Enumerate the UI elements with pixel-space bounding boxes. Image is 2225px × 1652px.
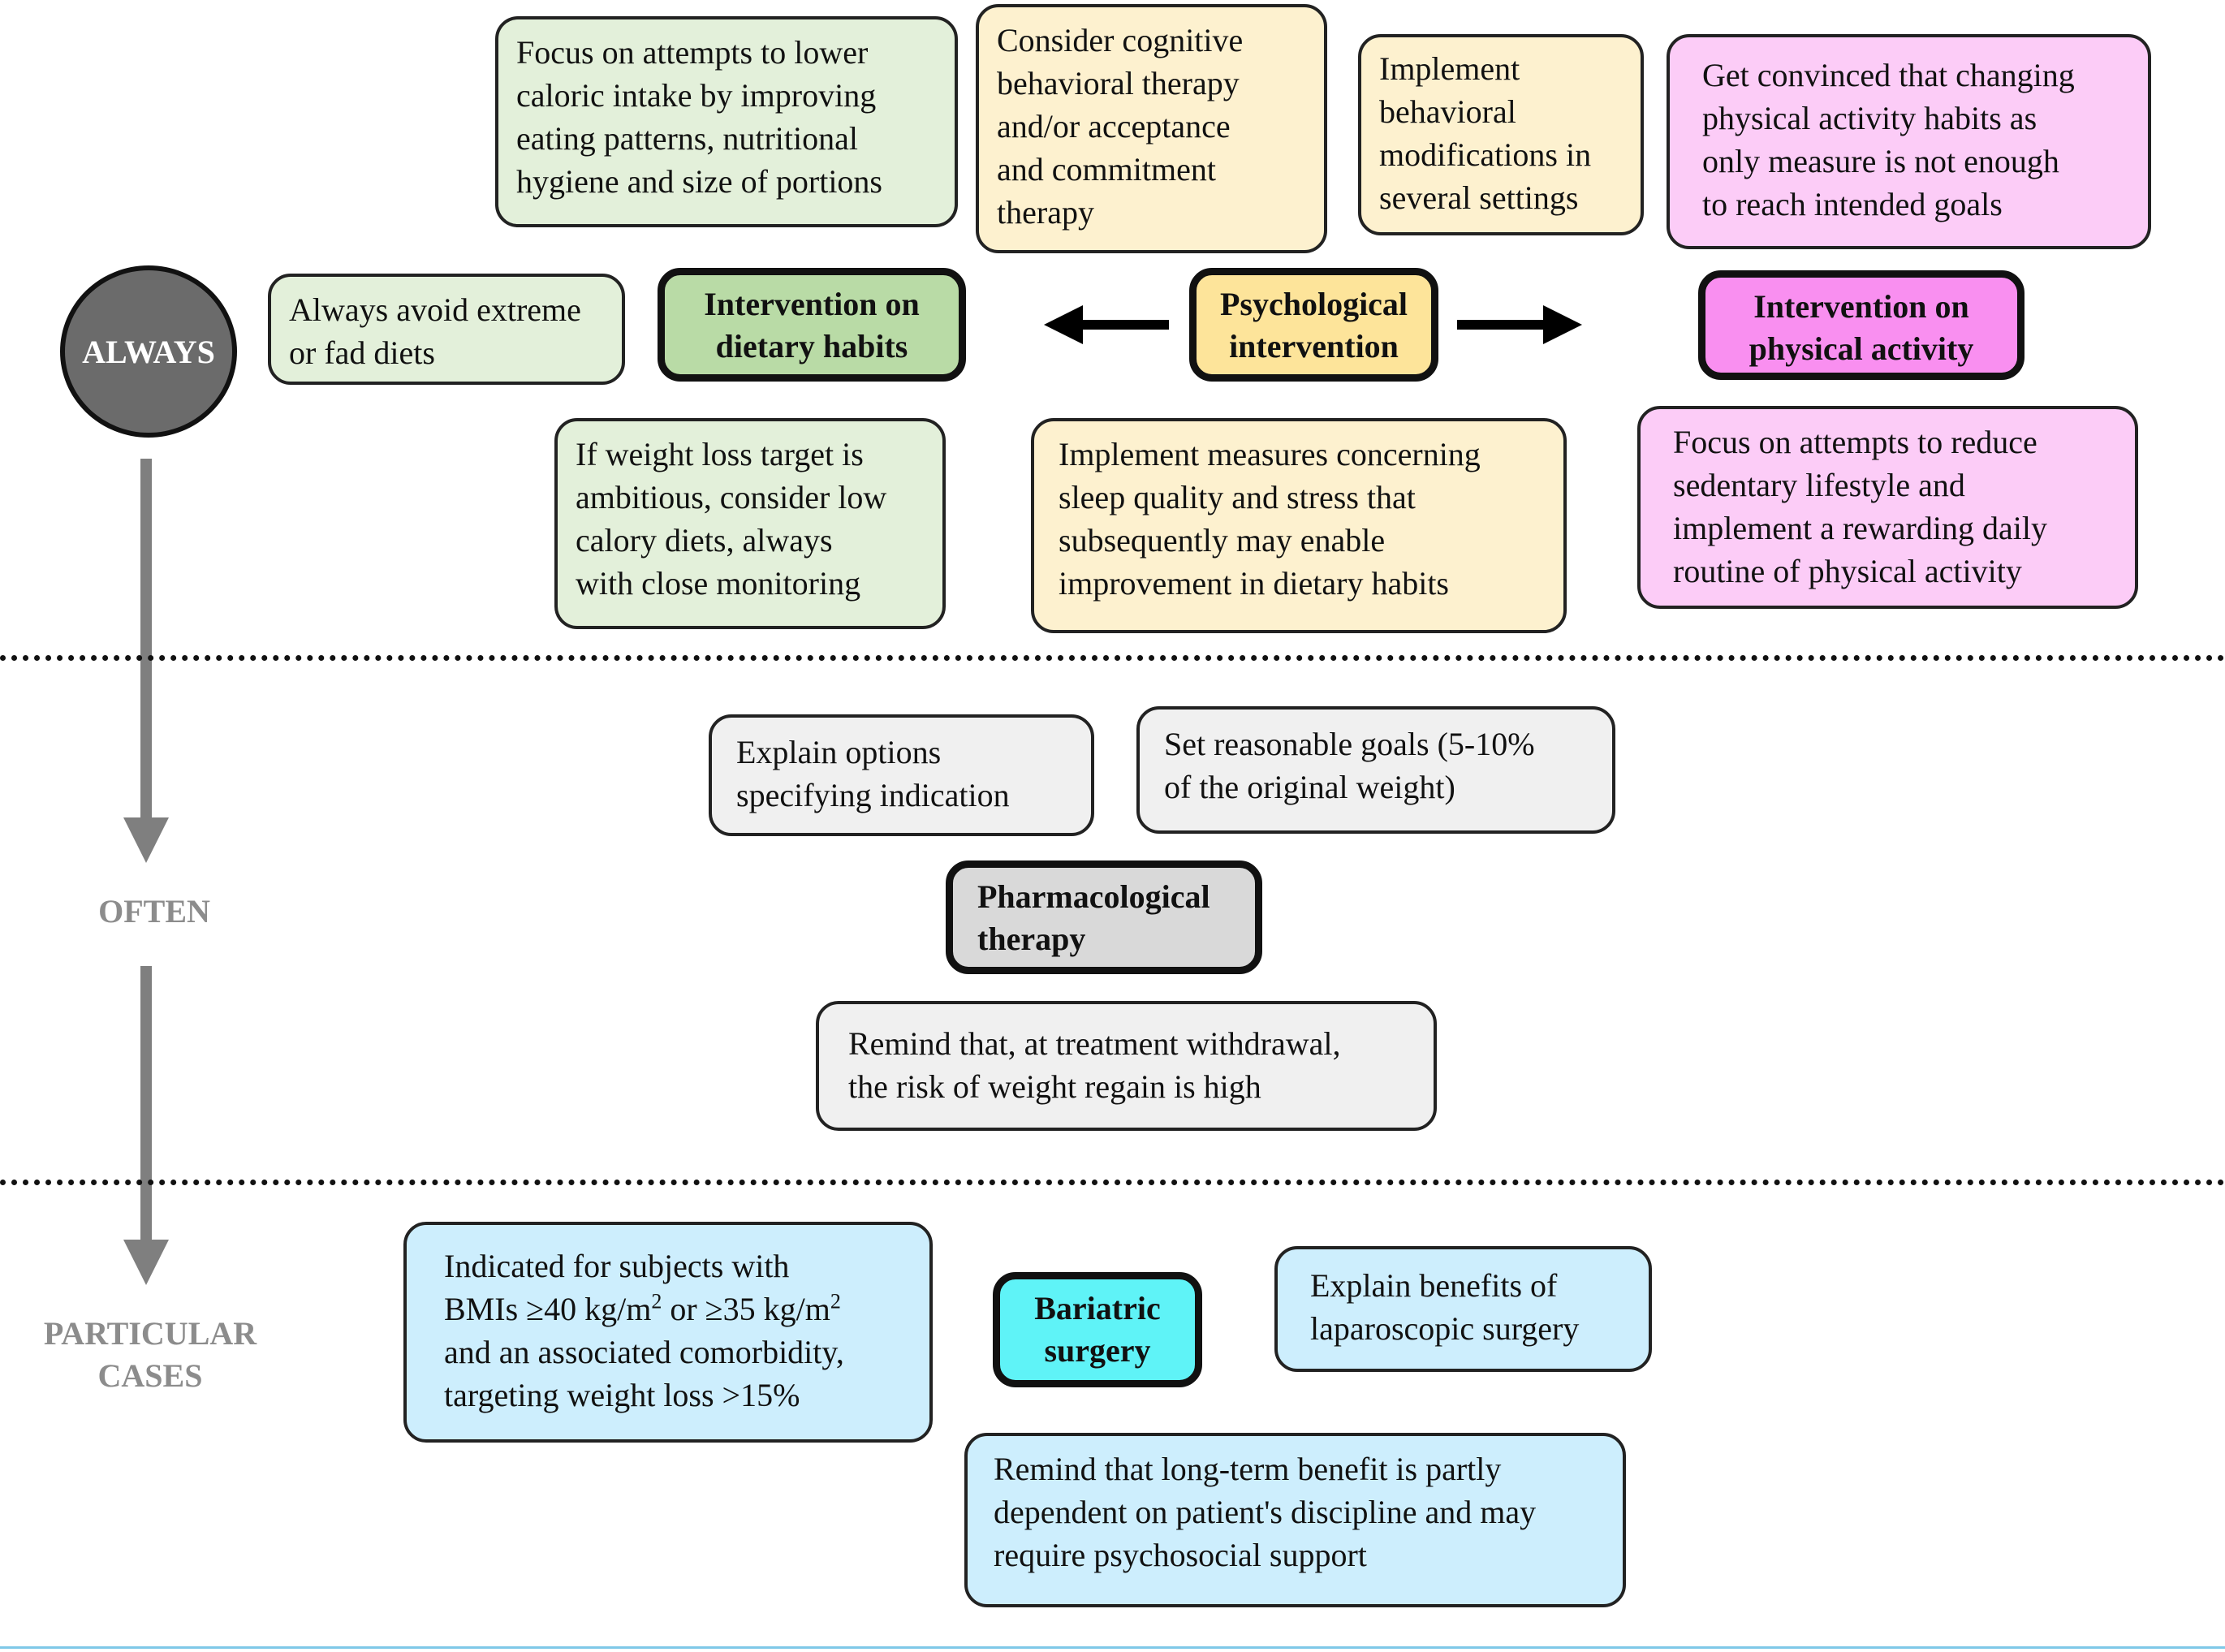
pharma-goals-box: Set reasonable goals (5-10% of the origi… (1136, 706, 1615, 834)
always-level-circle: ALWAYS (60, 265, 237, 438)
psych-sleep-box: Implement measures concerning sleep qual… (1031, 418, 1567, 633)
dietary-avoid-box: Always avoid extreme or fad diets (268, 274, 625, 385)
often-label: OFTEN (98, 893, 210, 930)
pharmacological-therapy-header: Pharmacological therapy (946, 861, 1262, 974)
section-divider-1 (0, 655, 2225, 661)
dietary-low-calory-box: If weight loss target is ambitious, cons… (554, 418, 946, 629)
physical-convinced-box: Get convinced that changing physical act… (1667, 34, 2151, 249)
bariatric-remind-box: Remind that long-term benefit is partly … (964, 1433, 1626, 1607)
always-label: ALWAYS (82, 333, 215, 370)
bariatric-surgery-header: Bariatric surgery (993, 1272, 1202, 1387)
psych-cbt-box: Consider cognitive behavioral therapy an… (976, 4, 1327, 253)
pharma-remind-box: Remind that, at treatment withdrawal, th… (816, 1001, 1437, 1131)
bariatric-laparoscopic-box: Explain benefits of laparoscopic surgery (1274, 1246, 1652, 1372)
particular-cases-label: PARTICULAR CASES (43, 1315, 257, 1394)
bariatric-indicated-box: Indicated for subjects with BMIs ≥40 kg/… (403, 1222, 933, 1443)
psych-behavioral-box: Implement behavioral modifications in se… (1358, 34, 1644, 235)
dietary-intervention-header: Intervention on dietary habits (658, 268, 966, 382)
physical-sedentary-box: Focus on attempts to reduce sedentary li… (1637, 406, 2138, 609)
physical-activity-intervention-header: Intervention on physical activity (1698, 270, 2024, 380)
bottom-rule (0, 1646, 2225, 1649)
pharma-explain-box: Explain options specifying indication (709, 714, 1094, 836)
dietary-caloric-box: Focus on attempts to lower caloric intak… (495, 16, 958, 227)
section-divider-2 (0, 1180, 2225, 1185)
psychological-intervention-header: Psychological intervention (1189, 268, 1438, 382)
